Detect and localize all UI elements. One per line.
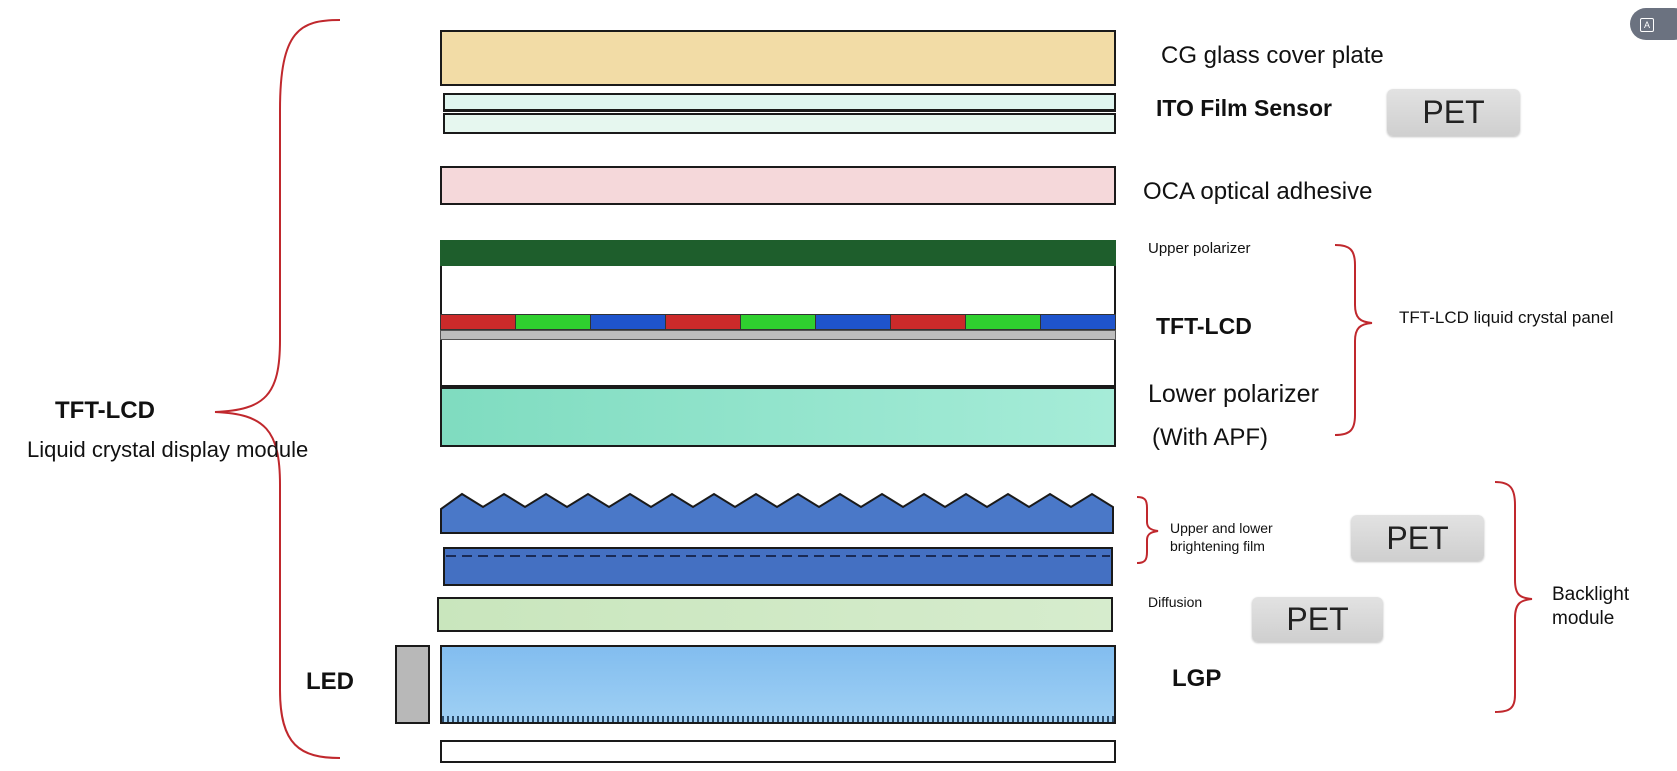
tft-lcd-center-label: TFT-LCD — [1156, 313, 1252, 339]
backlight-module-brace — [1494, 481, 1533, 713]
color-filter-red — [441, 315, 516, 329]
backlight-module-label-line1: Backlight — [1552, 584, 1630, 605]
brightening-film-label-line1: Upper and lower — [1170, 520, 1273, 536]
color-filter-green — [516, 315, 591, 329]
module-brace — [214, 19, 341, 759]
ito-film-upper-layer — [443, 93, 1116, 112]
lower-polarizer-layer — [440, 387, 1116, 447]
ito-film-lower-layer — [443, 113, 1116, 134]
color-filter-strip — [440, 314, 1116, 330]
tft-panel-brace — [1334, 244, 1373, 436]
tft-lcd-panel-label: TFT-LCD liquid crystal panel — [1399, 308, 1614, 327]
oca-optical-adhesive-label: OCA optical adhesive — [1143, 178, 1373, 205]
ito-film-sensor-label: ITO Film Sensor — [1156, 95, 1332, 121]
led-light-source — [395, 645, 430, 724]
color-filter-blue — [816, 315, 891, 329]
module-subtitle-label: Liquid crystal display module — [27, 437, 309, 462]
lower-polarizer-apf-label: (With APF) — [1152, 424, 1269, 451]
pet-badge-ito: PET — [1387, 89, 1520, 136]
tft-upper-glass-layer — [440, 266, 1116, 316]
module-title-label: TFT-LCD — [55, 397, 155, 424]
lgp-label: LGP — [1172, 665, 1222, 692]
oca-optical-adhesive-layer — [440, 166, 1116, 205]
lower-brightening-film-layer — [443, 547, 1113, 586]
color-filter-red — [666, 315, 741, 329]
upper-polarizer-label: Upper polarizer — [1148, 240, 1251, 257]
backlight-module-label-line2: module — [1552, 608, 1615, 629]
upper-brightening-prism-film — [440, 492, 1114, 534]
color-filter-blue — [1041, 315, 1115, 329]
color-filter-blue — [591, 315, 666, 329]
color-filter-green — [966, 315, 1041, 329]
lgp-light-guide-plate-layer — [440, 645, 1116, 724]
color-filter-green — [741, 315, 816, 329]
cg-glass-cover-plate-layer — [440, 30, 1116, 86]
brightening-film-label-line2: brightening film — [1170, 538, 1265, 554]
pet-badge-brightening: PET — [1351, 515, 1484, 561]
diffusion-film-layer — [437, 597, 1113, 632]
tft-lower-glass-layer — [440, 340, 1116, 387]
reflector-layer — [440, 740, 1116, 763]
brightening-film-brace — [1136, 496, 1159, 564]
tft-array-line — [440, 330, 1116, 340]
upper-polarizer-layer — [440, 240, 1116, 267]
pet-badge-diffusion: PET — [1252, 597, 1383, 642]
translate-button[interactable]: A — [1630, 8, 1677, 40]
lower-polarizer-label: Lower polarizer — [1148, 380, 1319, 408]
led-label: LED — [306, 668, 354, 695]
translate-icon: A — [1640, 18, 1654, 32]
color-filter-red — [891, 315, 966, 329]
cg-glass-cover-plate-label: CG glass cover plate — [1161, 42, 1384, 69]
diffusion-label: Diffusion — [1148, 594, 1203, 610]
